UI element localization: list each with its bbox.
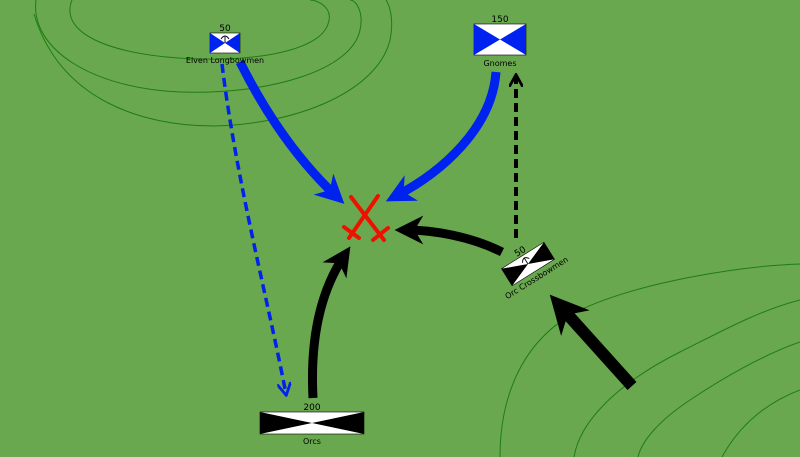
longbowmen-attack-arrow [235, 59, 345, 204]
unit-strength: 200 [303, 403, 320, 413]
unit-label: Gnomes [483, 59, 516, 68]
archers-unit-symbol-icon [209, 32, 241, 54]
orcs-attack-arrow [308, 246, 351, 399]
longbowmen-retreat-arrow [220, 63, 286, 394]
reinforcement-arrow [549, 294, 637, 391]
unit-elven-longbowmen[interactable]: 50 Elven Longbowmen [186, 24, 264, 65]
archers-unit-symbol-icon [501, 241, 555, 287]
unit-strength: 50 [219, 24, 231, 34]
infantry-unit-symbol-icon [259, 411, 365, 435]
unit-strength: 150 [491, 15, 508, 25]
movement-arrows [220, 59, 637, 399]
unit-gnomes[interactable]: 150 Gnomes [473, 15, 527, 68]
crossed-swords-icon [342, 194, 390, 242]
unit-orcs[interactable]: 200 Orcs [259, 403, 365, 446]
orc-crossbowmen-attack-arrow [394, 215, 505, 257]
unit-label: Orcs [303, 437, 321, 446]
gnomes-attack-arrow [385, 71, 501, 202]
unit-label: Elven Longbowmen [186, 56, 264, 65]
infantry-unit-symbol-icon [473, 23, 527, 56]
